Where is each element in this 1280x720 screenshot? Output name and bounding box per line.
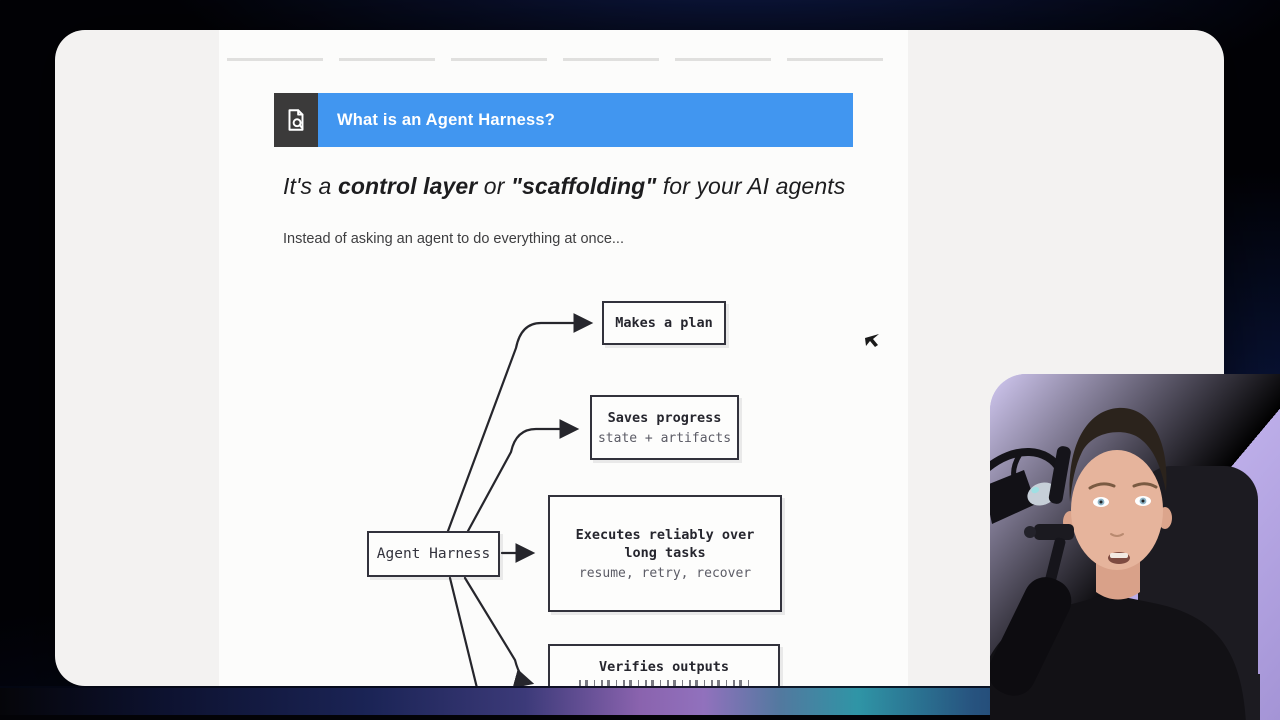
connector-to-makes-a-plan (446, 313, 594, 533)
slide-title-banner: What is an Agent Harness? (274, 93, 853, 147)
clipped-subtitle-fragments (579, 680, 749, 686)
diagram-node-verifies-outputs: Verifies outputs (548, 644, 780, 686)
connector-clipped (448, 576, 478, 686)
node-title: Verifies outputs (598, 659, 730, 675)
presenter-head (1063, 407, 1172, 570)
heading-bold-scaffolding: "scaffolding" (510, 173, 657, 199)
webcam-overlay (990, 374, 1280, 720)
clipped-previous-row-fragments (227, 58, 887, 61)
diagram-node-makes-a-plan: Makes a plan (602, 301, 726, 345)
node-title: Agent Harness (376, 546, 491, 562)
slide-content-area: What is an Agent Harness? It's a control… (219, 30, 908, 686)
heading-text: or (477, 173, 511, 199)
heading-bold-control-layer: control layer (337, 173, 478, 199)
document-search-icon (274, 93, 318, 147)
presenter-scene (990, 374, 1280, 720)
diagram-node-agent-harness: Agent Harness (367, 531, 500, 577)
diagram-node-executes-reliably: Executes reliably over long tasks resume… (548, 495, 782, 612)
slide-subheading: Instead of asking an agent to do everyth… (283, 231, 624, 247)
banner-title: What is an Agent Harness? (318, 93, 853, 147)
diagram-node-saves-progress: Saves progress state + artifacts (590, 395, 739, 460)
slide-heading: It's a control layer or "scaffolding" fo… (283, 173, 883, 200)
connector-to-verifies (463, 576, 535, 686)
mouse-cursor (865, 334, 879, 347)
presenter-hair (1069, 407, 1167, 502)
heading-text: It's a (283, 173, 338, 199)
microphone (990, 446, 1074, 696)
connector-to-saves-progress (466, 419, 580, 533)
node-subtitle: resume, retry, recover (578, 565, 752, 581)
node-title: Makes a plan (615, 315, 713, 331)
node-title: Executes reliably over long tasks (575, 526, 755, 561)
heading-text: for your AI agents (656, 173, 846, 199)
node-subtitle: state + artifacts (597, 430, 732, 446)
node-title: Saves progress (607, 409, 722, 426)
diagram-connectors (446, 313, 879, 686)
